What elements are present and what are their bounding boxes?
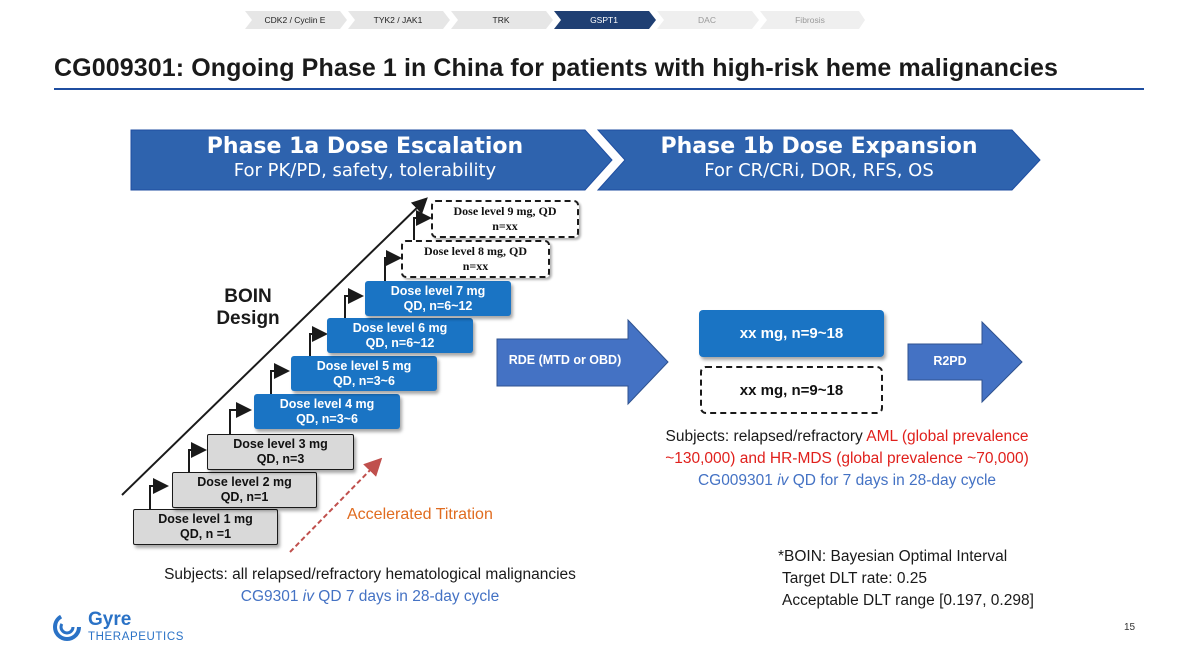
tab-cdk2[interactable]: CDK2 / Cyclin E	[264, 15, 326, 25]
phase1b-subtitle: For CR/CRi, DOR, RFS, OS	[704, 160, 934, 181]
expansion-cohort-box-2: xx mg, n=9~18	[700, 366, 883, 414]
tab-gspt1[interactable]: GSPT1	[590, 15, 618, 25]
dose-level-3-line2: QD, n=3	[256, 452, 305, 466]
boin-footnote: *BOIN: Bayesian Optimal Interval Target …	[778, 546, 1034, 612]
step-arrow-3	[229, 402, 252, 435]
page-number: 15	[1124, 622, 1136, 633]
tab-bg-dac	[657, 11, 759, 29]
rde-label: RDE (MTD or OBD)	[508, 353, 622, 367]
subjects-left-text: Subjects: all relapsed/refractory hemato…	[110, 564, 630, 608]
dose-level-7-line1: Dose level 7 mg	[390, 283, 486, 298]
dose-level-7-box: Dose level 7 mg QD, n=6~12	[365, 281, 511, 316]
tab-bg-trk	[451, 11, 553, 29]
logo-line2: THERAPEUTICS	[88, 631, 185, 643]
footnote-line3: Acceptable DLT range [0.197, 0.298]	[782, 592, 1034, 609]
page-title: CG009301: Ongoing Phase 1 in China for p…	[54, 54, 1059, 82]
expansion-cohort-box-1: xx mg, n=9~18	[699, 310, 884, 357]
phase1b-banner	[596, 129, 1041, 191]
subjects-right-regimen: CG009301 iv QD for 7 days in 28-day cycl…	[698, 472, 996, 489]
tab-bg-cdk2	[245, 11, 347, 29]
tab-bg-gspt1	[554, 11, 656, 29]
phase1a-subtitle: For PK/PD, safety, tolerability	[233, 160, 497, 181]
subjects-left-regimen-italic: iv	[302, 588, 314, 605]
phase1a-text: Phase 1a Dose Escalation For PK/PD, safe…	[131, 134, 599, 182]
dose-level-9-line1: Dose level 9 mg, QD	[453, 204, 557, 218]
dose-level-6-line2: QD, n=6~12	[365, 335, 435, 350]
subjects-left-line1: Subjects: all relapsed/refractory hemato…	[164, 566, 576, 583]
tab-dac[interactable]: DAC	[698, 15, 716, 25]
dose-level-4-box: Dose level 4 mg QD, n=3~6	[254, 394, 400, 429]
subjects-right-regimen-pre: CG009301	[697, 472, 778, 489]
dose-level-3-box: Dose level 3 mg QD, n=3	[207, 434, 354, 470]
step-arrow-5	[309, 326, 328, 357]
dose-level-3-line1: Dose level 3 mg	[233, 437, 328, 451]
dose-level-8-line1: Dose level 8 mg, QD	[424, 244, 527, 258]
footnote-line2: Target DLT rate: 0.25	[782, 570, 928, 587]
phase1a-banner	[130, 129, 613, 191]
subjects-right-red: AML (global prevalence ~130,000) and HR-…	[665, 428, 1029, 467]
dose-level-1-line1: Dose level 1 mg	[158, 512, 253, 526]
step-arrow-7	[384, 250, 402, 282]
footnote-line1: *BOIN: Bayesian Optimal Interval	[778, 548, 1008, 565]
rde-arrow	[496, 318, 669, 406]
subjects-left-regimen: CG9301 iv QD 7 days in 28-day cycle	[110, 586, 630, 608]
step-arrow-1	[149, 478, 169, 510]
step-arrow-4	[270, 363, 290, 395]
subjects-left-regimen-pre: CG9301	[240, 588, 303, 605]
dose-level-7-line2: QD, n=6~12	[403, 298, 473, 313]
dose-level-5-box: Dose level 5 mg QD, n=3~6	[291, 356, 437, 391]
phase1b-title: Phase 1b Dose Expansion	[660, 134, 978, 159]
dose-level-6-line1: Dose level 6 mg	[352, 320, 448, 335]
subjects-right-regimen-post: QD for 7 days in 28-day cycle	[788, 472, 997, 489]
accelerated-titration-arrow	[289, 457, 383, 553]
dose-level-5-line1: Dose level 5 mg	[316, 358, 412, 373]
accelerated-titration-label: Accelerated Titration	[347, 506, 493, 523]
step-arrow-8	[413, 210, 432, 242]
dose-level-9-box: Dose level 9 mg, QD n=xx	[431, 200, 579, 238]
section-nav: CDK2 / Cyclin E TYK2 / JAK1 TRK GSPT1 DA…	[245, 11, 865, 29]
gyre-logo-icon	[53, 613, 81, 641]
dose-level-1-line2: QD, n =1	[179, 527, 232, 541]
logo-line1: Gyre	[88, 609, 132, 630]
subjects-left-regimen-post: QD 7 days in 28-day cycle	[314, 588, 500, 605]
phase1a-title: Phase 1a Dose Escalation	[206, 134, 524, 159]
phase1b-text: Phase 1b Dose Expansion For CR/CRi, DOR,…	[612, 134, 1026, 182]
tab-bg-tyk2	[348, 11, 450, 29]
dose-level-4-line1: Dose level 4 mg	[279, 396, 375, 411]
dose-level-2-line1: Dose level 2 mg	[197, 475, 292, 489]
r2pd-label: R2PD	[933, 354, 967, 368]
title-rule	[54, 88, 1144, 90]
dose-level-2-line2: QD, n=1	[220, 490, 269, 504]
dose-level-1-box: Dose level 1 mg QD, n =1	[133, 509, 278, 545]
boin-diagonal-arrow	[121, 197, 428, 496]
subjects-right-regimen-italic: iv	[777, 472, 789, 489]
tab-fibrosis[interactable]: Fibrosis	[795, 15, 825, 25]
r2pd-arrow	[907, 320, 1023, 404]
tab-tyk2[interactable]: TYK2 / JAK1	[373, 15, 423, 25]
section-nav-chevrons	[245, 11, 865, 29]
tab-trk[interactable]: TRK	[492, 15, 510, 25]
subjects-right-text: Subjects: relapsed/refractory AML (globa…	[662, 426, 1032, 492]
step-arrow-2	[188, 442, 207, 473]
gyre-logo: Gyre THERAPEUTICS	[52, 610, 222, 646]
tab-bg-fibrosis	[760, 11, 865, 29]
dose-level-2-box: Dose level 2 mg QD, n=1	[172, 472, 317, 508]
dose-level-6-box: Dose level 6 mg QD, n=6~12	[327, 318, 473, 353]
dose-level-5-line2: QD, n=3~6	[333, 373, 395, 388]
dose-level-4-line2: QD, n=3~6	[296, 411, 358, 426]
dose-level-8-box: Dose level 8 mg, QD n=xx	[401, 240, 550, 278]
dose-level-8-line2: n=xx	[462, 259, 489, 273]
boin-design-label: BOIN Design	[216, 286, 280, 329]
step-arrow-6	[344, 288, 364, 319]
dose-level-9-line2: n=xx	[492, 219, 518, 233]
subjects-right-black: Subjects: relapsed/refractory	[665, 428, 867, 445]
